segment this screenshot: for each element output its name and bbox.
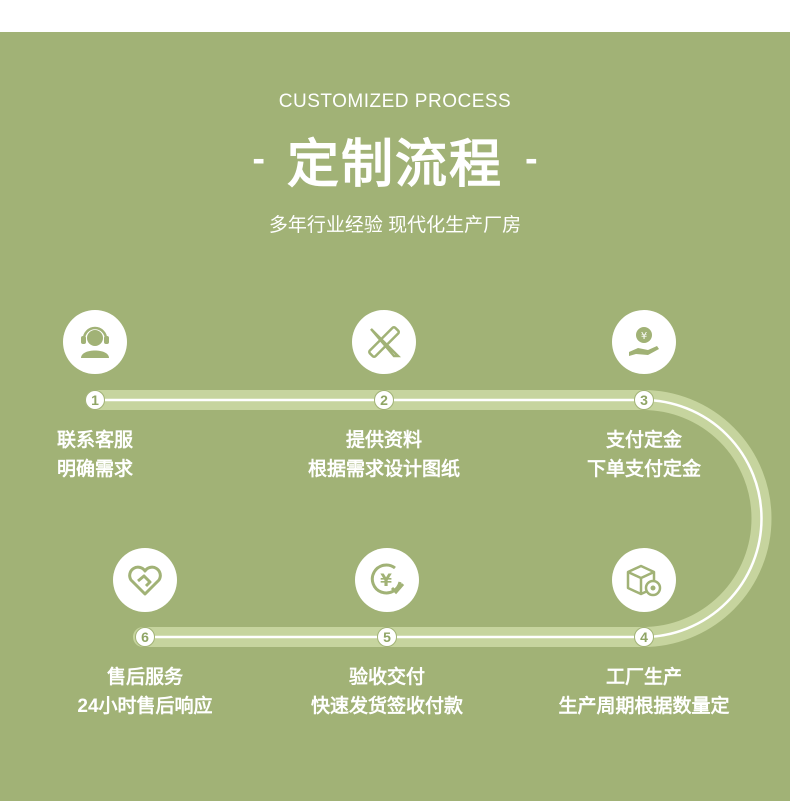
step-6-label: 售后服务 24小时售后响应 — [35, 663, 255, 721]
step-6-title: 售后服务 — [106, 667, 183, 688]
step-4-desc: 生产周期根据数量定 — [558, 696, 730, 717]
step-5-icon-circle: ¥ — [355, 548, 419, 612]
step-3-title: 支付定金 — [605, 430, 682, 451]
title-dash-left: - — [252, 137, 265, 180]
svg-text:¥: ¥ — [380, 571, 392, 591]
step-3-icon-circle: ¥ — [612, 310, 676, 374]
step-2-title: 提供资料 — [345, 430, 422, 451]
step-1-number: 1 — [85, 390, 105, 410]
step-5-number: 5 — [377, 627, 397, 647]
heart-handshake-icon — [128, 565, 162, 596]
customer-service-icon — [81, 326, 109, 358]
svg-text:¥: ¥ — [641, 331, 647, 342]
step-1-icon-circle — [63, 310, 127, 374]
step-4-number: 4 — [634, 627, 654, 647]
title-row: - 定制流程 - — [0, 128, 790, 194]
step-6-desc: 24小时售后响应 — [77, 696, 213, 717]
tagline: 多年行业经验 现代化生产厂房 — [268, 215, 522, 236]
step-6-number: 6 — [135, 627, 155, 647]
step-1-desc: 明确需求 — [56, 459, 133, 480]
step-1-title: 联系客服 — [56, 430, 133, 451]
step-6-icon-circle — [113, 548, 177, 612]
design-tools-icon — [368, 326, 402, 358]
step-5-label: 验收交付 快速发货签收付款 — [277, 663, 497, 721]
step-5-desc: 快速发货签收付款 — [310, 696, 463, 717]
subtitle-english: CUSTOMIZED PROCESS — [278, 91, 512, 112]
step-5-title: 验收交付 — [348, 667, 425, 688]
step-3-desc: 下单支付定金 — [586, 459, 701, 480]
step-4-label: 工厂生产 生产周期根据数量定 — [534, 663, 754, 721]
step-4-icon-circle — [612, 548, 676, 612]
step-3-label: 支付定金 下单支付定金 — [534, 426, 754, 484]
payment-hand-icon: ¥ — [629, 327, 659, 356]
step-2-label: 提供资料 根据需求设计图纸 — [274, 426, 494, 484]
step-2-desc: 根据需求设计图纸 — [307, 459, 460, 480]
yuan-check-icon: ¥ — [370, 563, 405, 595]
title-dash-right: - — [525, 137, 538, 180]
step-1-label: 联系客服 明确需求 — [0, 426, 205, 484]
step-2-number: 2 — [374, 390, 394, 410]
step-4-title: 工厂生产 — [605, 667, 682, 688]
page-title: 定制流程 — [286, 135, 503, 194]
process-panel — [0, 32, 790, 801]
factory-box-gear-icon — [626, 564, 662, 597]
step-2-icon-circle — [352, 310, 416, 374]
step-3-number: 3 — [634, 390, 654, 410]
